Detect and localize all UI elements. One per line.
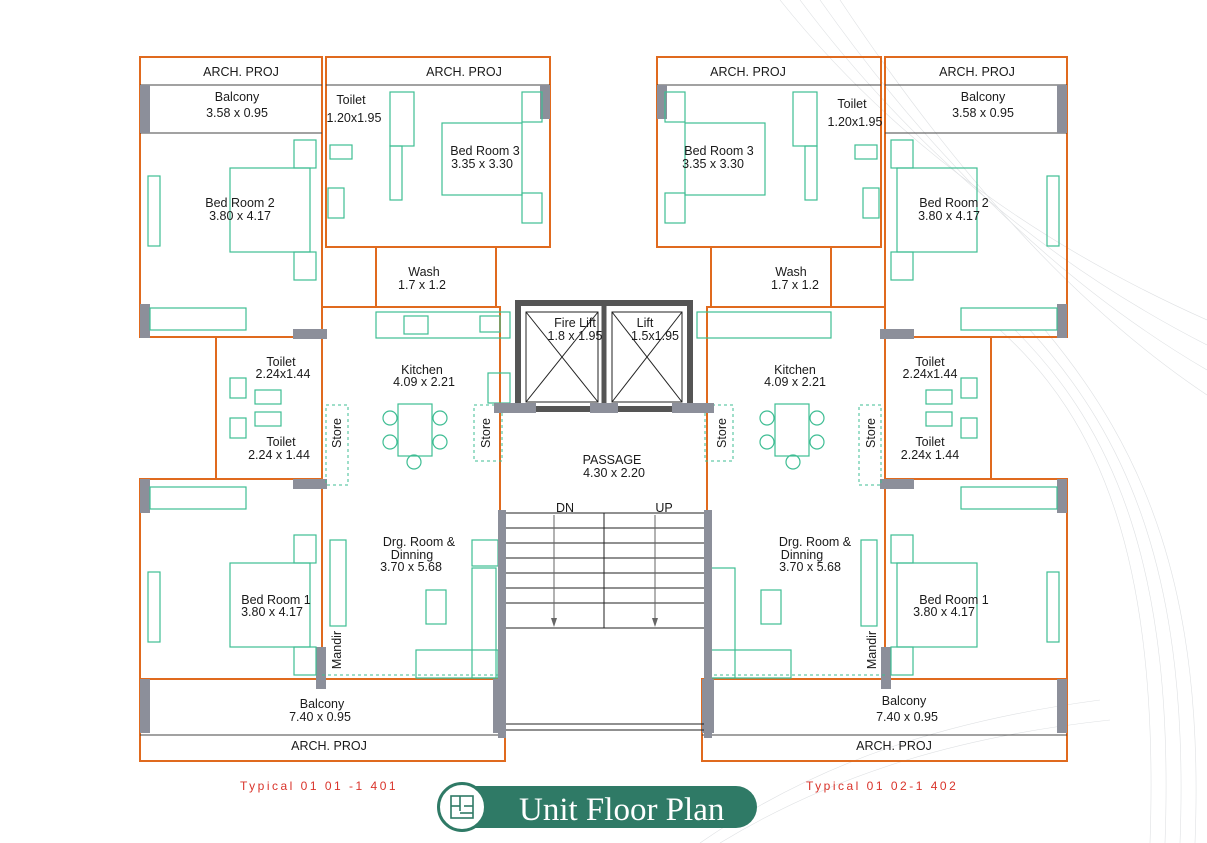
toilet-dimension: 2.24x1.44 — [256, 367, 311, 381]
kitchen-label: Kitchen — [401, 363, 443, 377]
passage-dimension: 4.30 x 2.20 — [583, 466, 645, 480]
bed-room-1-label: Bed Room 1 — [241, 593, 311, 607]
wash-dimension: 1.7 x 1.2 — [771, 278, 819, 292]
balcony-label: Balcony — [961, 90, 1006, 104]
toilet-label: Toilet — [266, 355, 296, 369]
balcony-dimension: 3.58 x 0.95 — [206, 106, 268, 120]
title-bar: Unit Floor Plan — [457, 786, 757, 828]
stair-up-label: UP — [655, 501, 672, 515]
arch-proj-label: ARCH. PROJ — [426, 65, 502, 79]
wash-label: Wash — [775, 265, 807, 279]
bed-room-1-dimension: 3.80 x 4.17 — [241, 605, 303, 619]
mandir-label: Mandir — [330, 631, 344, 669]
store-label: Store — [330, 418, 344, 448]
balcony-label: Balcony — [300, 697, 345, 711]
background-wave-lines — [699, 0, 1207, 843]
kitchen-dimension: 4.09 x 2.21 — [764, 375, 826, 389]
store-label: Store — [864, 418, 878, 448]
bed-room-1-dimension: 3.80 x 4.17 — [913, 605, 975, 619]
stair-down-label: DN — [556, 501, 574, 515]
drg-room-label: Drg. Room & — [383, 535, 456, 549]
arch-proj-label: ARCH. PROJ — [203, 65, 279, 79]
title-banner: Unit Floor Plan — [437, 782, 767, 832]
balcony-label: Balcony — [882, 694, 927, 708]
bed-room-2-dimension: 3.80 x 4.17 — [918, 209, 980, 223]
toilet-label: Toilet — [837, 97, 867, 111]
balcony-label: Balcony — [215, 90, 260, 104]
mandir-label: Mandir — [865, 631, 879, 669]
right-unit-labels: ARCH. PROJ ARCH. PROJ Balcony 3.58 x 0.9… — [548, 65, 1015, 753]
toilet-dimension: 1.20x1.95 — [327, 111, 382, 125]
kitchen-dimension: 4.09 x 2.21 — [393, 375, 455, 389]
lift-dimension: 1.5x1.95 — [631, 329, 679, 343]
toilet-dimension: 2.24x 1.44 — [901, 448, 959, 462]
kitchen-label: Kitchen — [774, 363, 816, 377]
floor-plan-icon — [437, 782, 487, 832]
fire-lift-dimension: 1.8 x 1.95 — [548, 329, 603, 343]
lift-label: Lift — [637, 316, 654, 330]
toilet-dimension: 2.24x1.44 — [903, 367, 958, 381]
toilet-dimension: 2.24 x 1.44 — [248, 448, 310, 462]
bed-room-1-label: Bed Room 1 — [919, 593, 989, 607]
page-title: Unit Floor Plan — [519, 792, 725, 828]
unit-caption-right: Typical 01 02-1 402 — [806, 779, 959, 793]
core-block — [494, 300, 714, 738]
toilet-label: Toilet — [915, 355, 945, 369]
drg-room-label-2: Dinning — [781, 548, 823, 562]
toilet-label: Toilet — [336, 93, 366, 107]
arch-proj-label: ARCH. PROJ — [291, 739, 367, 753]
bed-room-2-label: Bed Room 2 — [919, 196, 989, 210]
bed-room-2-label: Bed Room 2 — [205, 196, 275, 210]
drg-room-dimension: 3.70 x 5.68 — [779, 560, 841, 574]
bed-room-2-dimension: 3.80 x 4.17 — [209, 209, 271, 223]
balcony-dimension: 3.58 x 0.95 — [952, 106, 1014, 120]
arch-proj-label: ARCH. PROJ — [856, 739, 932, 753]
bed-room-3-label: Bed Room 3 — [450, 144, 520, 158]
fire-lift-label: Fire Lift — [554, 316, 596, 330]
passage-label: PASSAGE — [583, 453, 642, 467]
drg-room-label-2: Dinning — [391, 548, 433, 562]
arch-proj-label: ARCH. PROJ — [939, 65, 1015, 79]
store-label: Store — [479, 418, 493, 448]
wash-dimension: 1.7 x 1.2 — [398, 278, 446, 292]
bed-room-3-label: Bed Room 3 — [684, 144, 754, 158]
bed-room-3-dimension: 3.35 x 3.30 — [682, 157, 744, 171]
toilet-label: Toilet — [266, 435, 296, 449]
arch-proj-label: ARCH. PROJ — [710, 65, 786, 79]
toilet-label: Toilet — [915, 435, 945, 449]
left-unit-labels: ARCH. PROJ ARCH. PROJ Balcony 3.58 x 0.9… — [203, 65, 520, 753]
wash-label: Wash — [408, 265, 440, 279]
balcony-dimension: 7.40 x 0.95 — [876, 710, 938, 724]
balcony-dimension: 7.40 x 0.95 — [289, 710, 351, 724]
store-label: Store — [715, 418, 729, 448]
bed-room-3-dimension: 3.35 x 3.30 — [451, 157, 513, 171]
unit-caption-left: Typical 01 01 -1 401 — [240, 779, 399, 793]
drg-room-label: Drg. Room & — [779, 535, 852, 549]
toilet-dimension: 1.20x1.95 — [828, 115, 883, 129]
drg-room-dimension: 3.70 x 5.68 — [380, 560, 442, 574]
